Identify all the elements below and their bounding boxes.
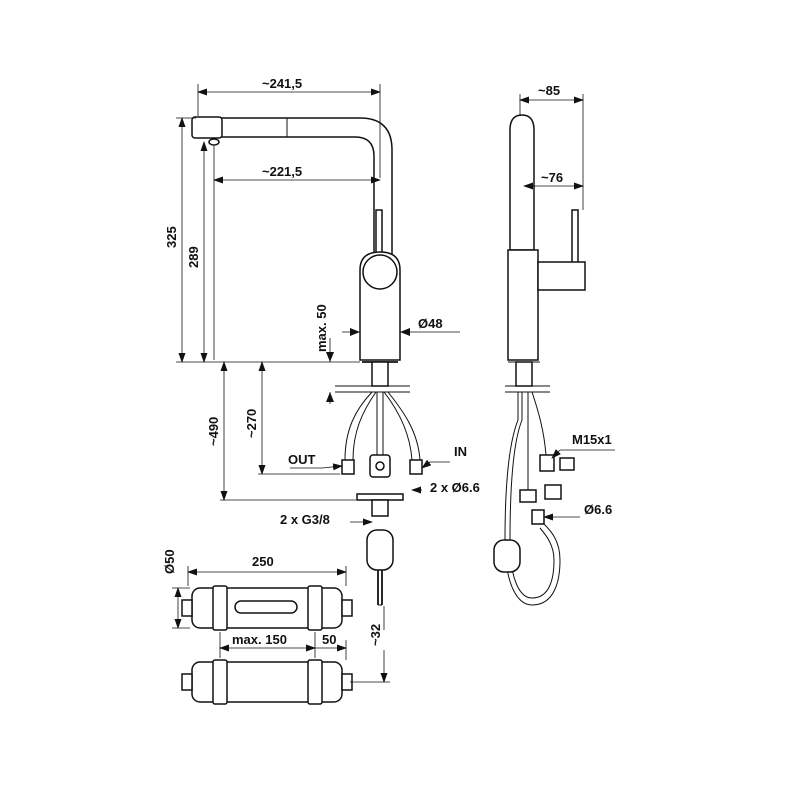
cartridge-bottom-view bbox=[181, 659, 353, 705]
side-view-faucet bbox=[493, 114, 586, 606]
label-body-diameter: Ø48 bbox=[418, 316, 443, 331]
label-inlet-holes: 2 x Ø6.6 bbox=[430, 480, 480, 495]
cartridge-top-view bbox=[181, 585, 353, 631]
label-side-width-body: ~76 bbox=[541, 170, 563, 185]
label-side-hose-diameter: Ø6.6 bbox=[584, 502, 612, 517]
label-hose-total: ~490 bbox=[206, 417, 221, 446]
label-max-offset: max. 150 bbox=[232, 632, 287, 647]
label-hose-connect: ~270 bbox=[244, 409, 259, 438]
label-side-width-top: ~85 bbox=[538, 83, 560, 98]
label-outlet: OUT bbox=[288, 452, 316, 467]
label-cartridge-length: 250 bbox=[252, 554, 274, 569]
label-spout-reach-outer: ~241,5 bbox=[262, 76, 302, 91]
label-outlet-height: 289 bbox=[186, 246, 201, 268]
label-nut-thread: M15x1 bbox=[572, 432, 612, 447]
label-tail-height: ~32 bbox=[368, 624, 383, 646]
label-spout-reach-inner: ~221,5 bbox=[262, 164, 302, 179]
label-cartridge-diameter: Ø50 bbox=[162, 549, 177, 574]
label-offset-50: 50 bbox=[322, 632, 336, 647]
dimension-labels: ~241,5 ~221,5 325 289 max. 50 Ø48 ~490 ~… bbox=[162, 76, 612, 647]
label-total-height: 325 bbox=[164, 226, 179, 248]
label-thread-connections: 2 x G3/8 bbox=[280, 512, 330, 527]
dimension-lines bbox=[172, 84, 615, 683]
front-view-faucet bbox=[191, 116, 423, 606]
label-inlet: IN bbox=[454, 444, 467, 459]
label-max-deck: max. 50 bbox=[314, 304, 329, 352]
